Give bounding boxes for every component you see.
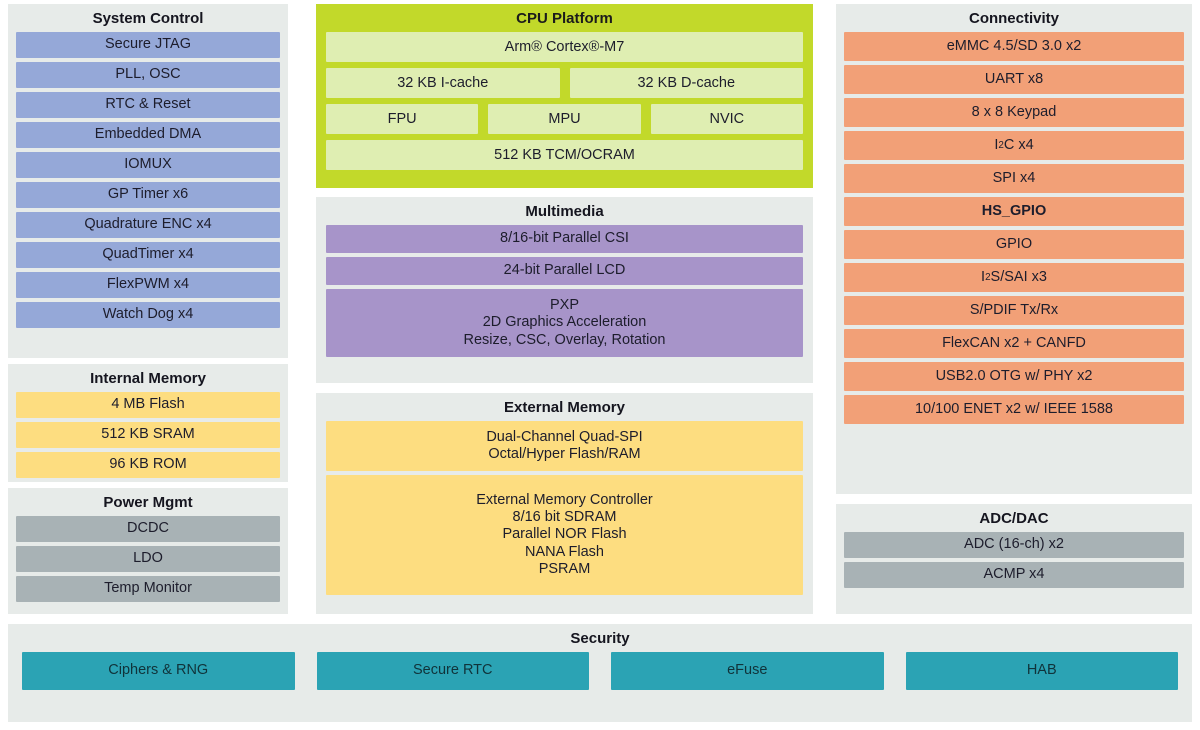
block-mpu[interactable]: MPU (488, 104, 641, 134)
block-usb-otg[interactable]: USB2.0 OTG w/ PHY x2 (844, 362, 1184, 391)
i2s-prefix: I (981, 268, 986, 285)
block-iomux[interactable]: IOMUX (16, 152, 280, 178)
block-secure-jtag[interactable]: Secure JTAG (16, 32, 280, 58)
adc-dac-blocks: ADC (16-ch) x2 ACMP x4 (836, 532, 1192, 588)
block-sram[interactable]: 512 KB SRAM (16, 422, 280, 448)
block-i-cache[interactable]: 32 KB I-cache (326, 68, 560, 98)
connectivity-blocks: eMMC 4.5/SD 3.0 x2 UART x8 8 x 8 Keypad … (836, 32, 1192, 424)
block-nvic[interactable]: NVIC (650, 104, 803, 134)
block-flash[interactable]: 4 MB Flash (16, 392, 280, 418)
cpu-units-row: FPU MPU NVIC (326, 104, 803, 134)
internal-memory-panel: Internal Memory 4 MB Flash 512 KB SRAM 9… (8, 364, 288, 482)
block-temp-monitor[interactable]: Temp Monitor (16, 576, 280, 602)
block-watch-dog[interactable]: Watch Dog x4 (16, 302, 280, 328)
external-memory-title: External Memory (504, 399, 625, 416)
block-fpu[interactable]: FPU (326, 104, 479, 134)
block-adc[interactable]: ADC (16-ch) x2 (844, 532, 1184, 558)
block-pll-osc[interactable]: PLL, OSC (16, 62, 280, 88)
block-rom[interactable]: 96 KB ROM (16, 452, 280, 478)
security-blocks: Ciphers & RNG Secure RTC eFuse HAB (8, 652, 1192, 690)
block-enet[interactable]: 10/100 ENET x2 w/ IEEE 1588 (844, 395, 1184, 424)
multimedia-panel: Multimedia 8/16-bit Parallel CSI 24-bit … (316, 197, 813, 383)
power-management-blocks: DCDC LDO Temp Monitor (8, 516, 288, 602)
block-keypad[interactable]: 8 x 8 Keypad (844, 98, 1184, 127)
block-embedded-dma[interactable]: Embedded DMA (16, 122, 280, 148)
block-efuse[interactable]: eFuse (611, 652, 884, 690)
connectivity-panel: Connectivity eMMC 4.5/SD 3.0 x2 UART x8 … (836, 4, 1192, 494)
system-control-blocks: Secure JTAG PLL, OSC RTC & Reset Embedde… (8, 32, 288, 328)
block-quad-spi[interactable]: Dual-Channel Quad-SPI Octal/Hyper Flash/… (326, 421, 803, 471)
block-d-cache[interactable]: 32 KB D-cache (569, 68, 803, 98)
block-quadtimer[interactable]: QuadTimer x4 (16, 242, 280, 268)
block-rtc-reset[interactable]: RTC & Reset (16, 92, 280, 118)
multimedia-blocks: 8/16-bit Parallel CSI 24-bit Parallel LC… (316, 225, 813, 357)
internal-memory-blocks: 4 MB Flash 512 KB SRAM 96 KB ROM (8, 392, 288, 478)
i2c-suffix: C x4 (1003, 136, 1034, 153)
block-quadrature-enc[interactable]: Quadrature ENC x4 (16, 212, 280, 238)
cpu-platform-title: CPU Platform (516, 10, 613, 27)
block-gpio[interactable]: GPIO (844, 230, 1184, 259)
cpu-platform-blocks: Arm® Cortex®-M7 32 KB I-cache 32 KB D-ca… (316, 32, 813, 170)
block-uart[interactable]: UART x8 (844, 65, 1184, 94)
power-management-title: Power Mgmt (103, 494, 193, 511)
block-hab[interactable]: HAB (905, 652, 1178, 690)
security-title: Security (570, 630, 630, 647)
cpu-platform-panel: CPU Platform Arm® Cortex®-M7 32 KB I-cac… (316, 4, 813, 188)
multimedia-title: Multimedia (525, 203, 604, 220)
block-flexpwm[interactable]: FlexPWM x4 (16, 272, 280, 298)
block-hs-gpio[interactable]: HS_GPIO (844, 197, 1184, 226)
cpu-core-row: Arm® Cortex®-M7 (326, 32, 803, 62)
block-dcdc[interactable]: DCDC (16, 516, 280, 542)
block-acmp[interactable]: ACMP x4 (844, 562, 1184, 588)
block-secure-rtc[interactable]: Secure RTC (316, 652, 589, 690)
system-control-panel: System Control Secure JTAG PLL, OSC RTC … (8, 4, 288, 358)
block-spi[interactable]: SPI x4 (844, 164, 1184, 193)
internal-memory-title: Internal Memory (90, 370, 206, 387)
block-ldo[interactable]: LDO (16, 546, 280, 572)
i2c-prefix: I (994, 136, 999, 153)
block-pxp[interactable]: PXP 2D Graphics Acceleration Resize, CSC… (326, 289, 803, 357)
block-gp-timer[interactable]: GP Timer x6 (16, 182, 280, 208)
security-panel: Security Ciphers & RNG Secure RTC eFuse … (8, 624, 1192, 722)
block-parallel-lcd[interactable]: 24-bit Parallel LCD (326, 257, 803, 285)
external-memory-panel: External Memory Dual-Channel Quad-SPI Oc… (316, 393, 813, 614)
cpu-tcm-row: 512 KB TCM/OCRAM (326, 140, 803, 170)
adc-dac-panel: ADC/DAC ADC (16-ch) x2 ACMP x4 (836, 504, 1192, 614)
block-parallel-csi[interactable]: 8/16-bit Parallel CSI (326, 225, 803, 253)
block-arm-cortex-m7[interactable]: Arm® Cortex®-M7 (326, 32, 803, 62)
block-external-memory-controller[interactable]: External Memory Controller 8/16 bit SDRA… (326, 475, 803, 595)
adc-dac-title: ADC/DAC (979, 510, 1049, 527)
block-tcm-ocram[interactable]: 512 KB TCM/OCRAM (326, 140, 803, 170)
cpu-cache-row: 32 KB I-cache 32 KB D-cache (326, 68, 803, 98)
connectivity-title: Connectivity (968, 10, 1059, 27)
block-flexcan[interactable]: FlexCAN x2 + CANFD (844, 329, 1184, 358)
block-emmc-sd[interactable]: eMMC 4.5/SD 3.0 x2 (844, 32, 1184, 61)
block-spdif[interactable]: S/PDIF Tx/Rx (844, 296, 1184, 325)
power-management-panel: Power Mgmt DCDC LDO Temp Monitor (8, 488, 288, 614)
i2s-suffix: S/SAI x3 (990, 268, 1047, 285)
external-memory-blocks: Dual-Channel Quad-SPI Octal/Hyper Flash/… (316, 421, 813, 595)
block-ciphers-rng[interactable]: Ciphers & RNG (22, 652, 295, 690)
system-control-title: System Control (92, 10, 204, 27)
